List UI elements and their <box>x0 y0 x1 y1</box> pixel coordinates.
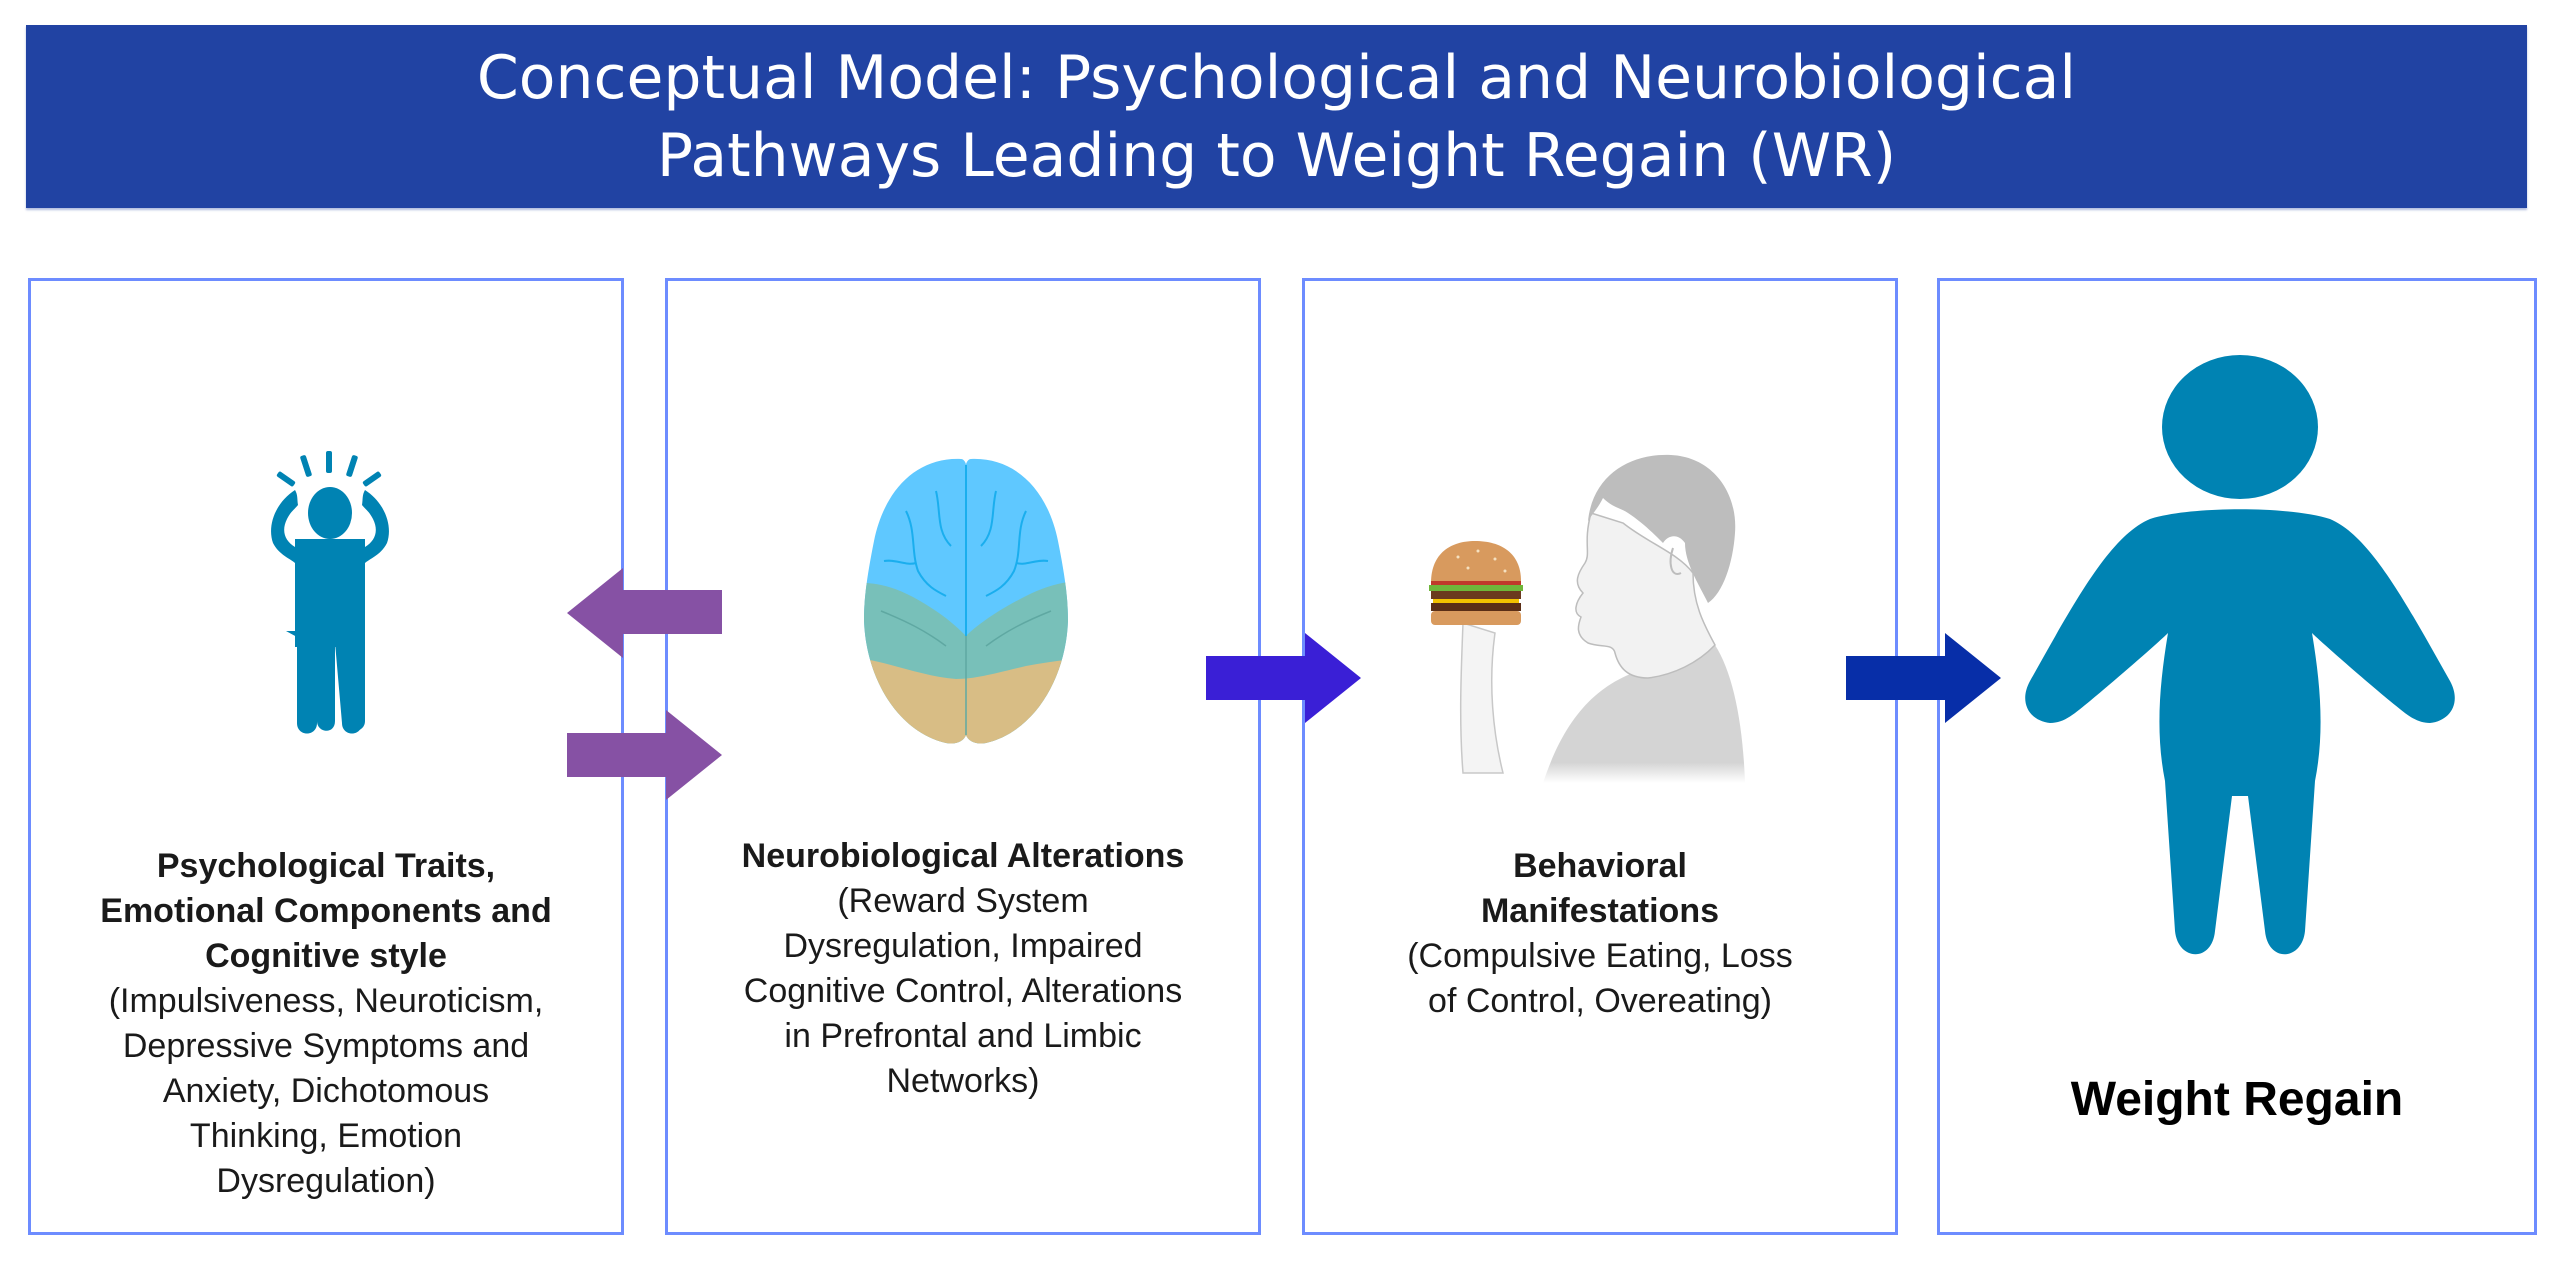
title-banner: Conceptual Model: Psychological and Neur… <box>26 25 2527 208</box>
title-line-1: Conceptual Model: Psychological and Neur… <box>476 42 2077 113</box>
person-eating-burger-icon <box>1429 454 1745 783</box>
panel-heading: Weight Regain <box>2070 1073 2404 1126</box>
arrow-right-icon <box>567 710 722 800</box>
panel-description: (Reward System Dysregulation, Impaired C… <box>743 882 1183 1100</box>
panel-description: (Compulsive Eating, Loss of Control, Ove… <box>1407 937 1793 1020</box>
panel-behavioral-manifestations: Behavioral Manifestations (Compulsive Ea… <box>1302 278 1898 1235</box>
panel-description: (Impulsiveness, Neuroticism, Depressive … <box>108 982 544 1200</box>
panel-caption: Neurobiological Alterations (Reward Syst… <box>668 834 1258 1104</box>
overweight-person-icon <box>2025 355 2455 955</box>
panel-weight-regain: Weight Regain <box>1937 278 2537 1235</box>
title-line-2: Pathways Leading to Weight Regain (WR) <box>656 120 1897 191</box>
panel-caption: Behavioral Manifestations (Compulsive Ea… <box>1305 844 1895 1024</box>
panel-psychological-traits: Psychological Traits, Emotional Componen… <box>28 278 624 1235</box>
burger-icon <box>1429 541 1523 625</box>
panel-heading: Behavioral Manifestations <box>1480 847 1720 930</box>
stressed-person-icon <box>271 451 389 734</box>
arrow-right-icon <box>1846 633 2001 723</box>
brain-icon <box>864 458 1068 744</box>
panel-heading: Psychological Traits, Emotional Componen… <box>100 847 552 975</box>
panel-caption: Weight Regain <box>1940 1073 2534 1126</box>
arrow-left-icon <box>567 568 722 658</box>
panel-neurobiological-alterations: Neurobiological Alterations (Reward Syst… <box>665 278 1261 1235</box>
arrow-right-icon <box>1206 633 1361 723</box>
panel-caption: Psychological Traits, Emotional Componen… <box>31 844 621 1204</box>
panel-heading: Neurobiological Alterations <box>741 837 1185 875</box>
